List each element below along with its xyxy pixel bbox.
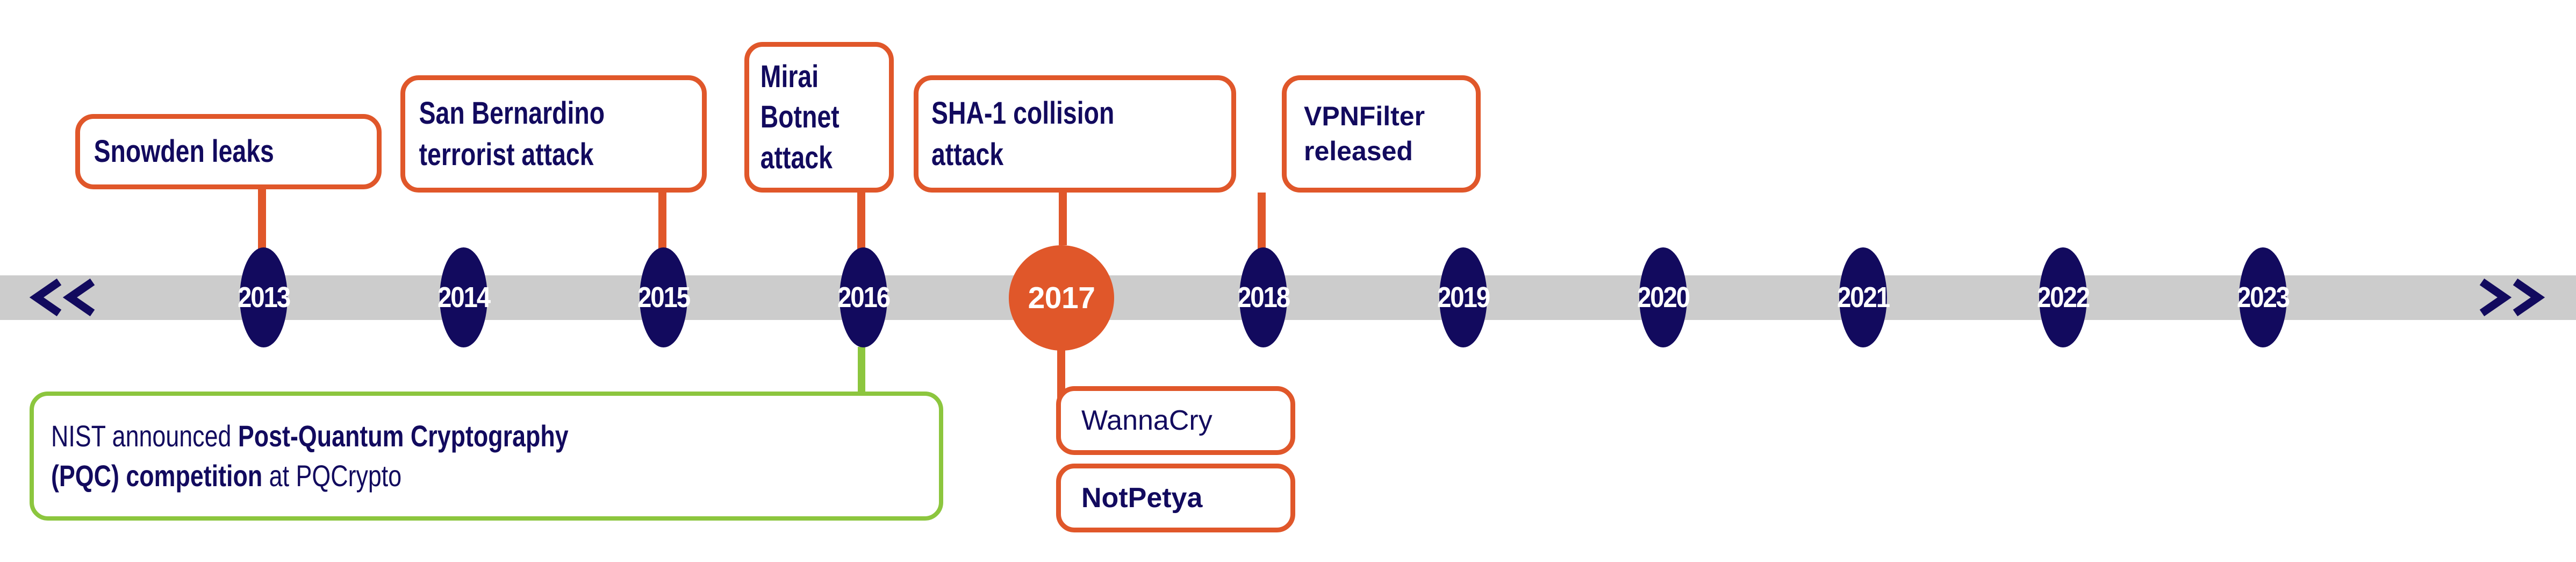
chevron-left-double-icon (29, 278, 95, 317)
year-label: 2016 (837, 281, 891, 314)
event-card-line: NIST announced Post-Quantum Cryptography (34, 416, 758, 456)
timeline-next-button[interactable]: >> (2467, 272, 2553, 323)
timeline-year-2019[interactable]: 2019 (1437, 247, 1490, 347)
event-card-line: NotPetya (1081, 482, 1203, 514)
year-label: 2020 (1637, 281, 1690, 314)
year-label: 2013 (238, 281, 291, 314)
event-card-line: attack (931, 137, 1004, 172)
event-card-line: (PQC) competition at PQCrypto (34, 456, 758, 496)
event-card-mirai[interactable]: Mirai Botnet attack (744, 42, 894, 193)
timeline-rail (0, 275, 2576, 320)
connector-snowden (258, 189, 266, 250)
event-card-line: Botnet (760, 99, 839, 135)
nist-text-post: at PQCrypto (262, 459, 402, 493)
event-card-line: released (1304, 136, 1413, 166)
timeline-year-2020[interactable]: 2020 (1637, 247, 1690, 347)
event-card-san-bernardino[interactable]: San Bernardino terrorist attack (400, 75, 707, 193)
timeline-year-2016[interactable]: 2016 (837, 247, 891, 347)
connector-san-bernardino (658, 193, 666, 250)
event-card-wannacry[interactable]: WannaCry (1056, 386, 1295, 455)
event-card-nist[interactable]: NIST announced Post-Quantum Cryptography… (30, 392, 943, 521)
nist-text-pre: NIST announced (51, 419, 238, 453)
event-card-line: SHA-1 collision (931, 95, 1115, 131)
year-label: 2021 (1837, 281, 1890, 314)
nist-text-bold2: (PQC) competition (51, 459, 263, 493)
timeline-year-2017[interactable]: 2017 (1009, 245, 1114, 351)
chevron-right-double-icon (2479, 278, 2545, 317)
nist-text-bold1: Post-Quantum Cryptography (238, 419, 569, 453)
event-card-line: Mirai (760, 59, 819, 94)
event-card-line: WannaCry (1081, 405, 1212, 436)
year-label: 2017 (1028, 281, 1095, 315)
year-label: 2014 (437, 281, 491, 314)
year-label: 2018 (1237, 281, 1290, 314)
connector-vpnfilter (1258, 193, 1266, 250)
event-card-snowden[interactable]: Snowden leaks (75, 114, 382, 189)
event-card-line: VPNFilter (1304, 101, 1425, 131)
connector-mirai (857, 193, 865, 250)
event-card-line: Snowden leaks (94, 134, 274, 169)
event-card-line: terrorist attack (419, 137, 594, 172)
timeline-year-2018[interactable]: 2018 (1237, 247, 1290, 347)
event-card-vpnfilter[interactable]: VPNFilter released (1282, 75, 1481, 193)
year-label: 2015 (637, 281, 691, 314)
timeline-year-2022[interactable]: 2022 (2037, 247, 2090, 347)
timeline-prev-button[interactable]: << (21, 272, 107, 323)
event-card-line: San Bernardino (419, 95, 605, 131)
event-card-line: attack (760, 140, 833, 175)
event-card-sha1[interactable]: SHA-1 collision attack (914, 75, 1236, 193)
year-label: 2023 (2237, 281, 2290, 314)
timeline-year-2015[interactable]: 2015 (637, 247, 691, 347)
timeline-year-2021[interactable]: 2021 (1837, 247, 1890, 347)
timeline-year-2023[interactable]: 2023 (2237, 247, 2290, 347)
year-label: 2022 (2037, 281, 2090, 314)
timeline-year-2013[interactable]: 2013 (238, 247, 291, 347)
timeline-year-2014[interactable]: 2014 (437, 247, 491, 347)
connector-sha1 (1059, 193, 1067, 245)
event-card-notpetya[interactable]: NotPetya (1056, 464, 1295, 532)
connector-nist (858, 347, 865, 401)
year-label: 2019 (1437, 281, 1490, 314)
